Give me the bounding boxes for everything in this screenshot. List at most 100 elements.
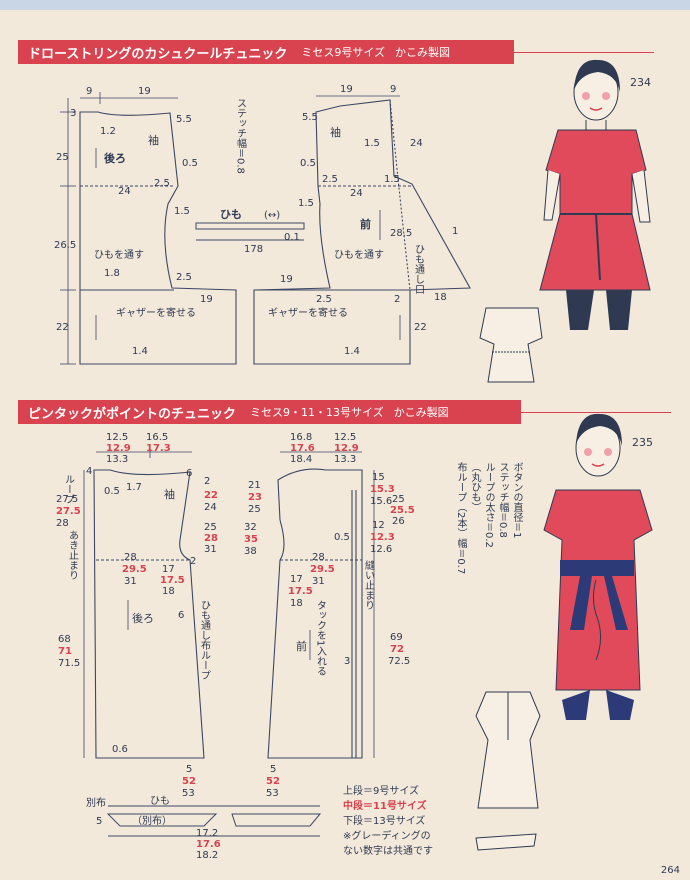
b-22: 22 (204, 490, 218, 501)
b-0-6: 0.6 (112, 744, 128, 755)
b-28b: 28 (204, 533, 218, 544)
b-24: 24 (204, 502, 217, 513)
section1-banner: ドローストリングのカシュクールチュニック ミセス9号サイズ かこみ製図 (18, 40, 514, 64)
b-5: 5 (186, 764, 192, 775)
himo-strip-s2 (106, 805, 322, 837)
legend-note1: ※グレーディングの (343, 831, 431, 842)
dim-0-5f: 0.5 (300, 158, 316, 169)
section2-size: ミセス9・11・13号サイズ (250, 406, 384, 419)
f-72: 72 (390, 644, 404, 655)
page-number: 264 (660, 865, 680, 876)
dim-9a: 9 (86, 86, 92, 97)
size-legend: 上段＝9号サイズ 中段＝11号サイズ 下段＝13号サイズ ※グレーディングの な… (343, 784, 433, 859)
f-18-4: 18.4 (290, 454, 312, 465)
f-23: 23 (248, 492, 262, 503)
b-71-5: 71.5 (58, 658, 80, 669)
dim-2-5f: 2.5 (322, 174, 338, 185)
note-bias: 布ループ（2本）幅＝0.7 (455, 462, 466, 575)
b-2: 2 (190, 556, 196, 567)
note-stitch: ステッチ幅＝0.8 (497, 462, 508, 538)
label-extra-fabric: 別布 (86, 797, 106, 809)
b-6: 6 (186, 468, 192, 479)
label-loop: ループ (63, 474, 75, 504)
dim-19c: 19 (200, 294, 213, 305)
label-himo-pass1: ひもを通す (94, 249, 144, 261)
note-loop: ループの太さ＝0.2 (483, 462, 494, 548)
label-himo-pass2: ひもを通す (334, 249, 384, 261)
b-28c: 28 (124, 552, 137, 563)
b-17-2: 17.2 (196, 828, 218, 839)
dim-26-5: 26.5 (54, 240, 76, 251)
dim-2: 2 (394, 294, 400, 305)
f-12-6: 12.6 (370, 544, 392, 555)
dim-5-5b: 5.5 (302, 112, 318, 123)
label-sleeve-front: 袖 (330, 125, 341, 139)
s1-back-outline (79, 111, 237, 365)
dim-0-1: 0.1 (284, 232, 300, 243)
label-loop-himo: ひも通し布ループ (199, 600, 211, 680)
label-back-s2: 後ろ (132, 611, 154, 625)
back-view-234 (479, 307, 543, 383)
f-0-5: 0.5 (334, 532, 350, 543)
f-16-8: 16.8 (290, 432, 312, 443)
b-2-top: 2 (204, 476, 210, 487)
dim-178: 178 (244, 244, 263, 255)
f-13-3: 13.3 (334, 454, 356, 465)
section2-author: かこみ製図 (393, 406, 449, 419)
label-extra-paren: （別布） (132, 815, 172, 827)
label-gather1: ギャザーを寄せる (116, 306, 196, 319)
b-52: 52 (182, 776, 196, 787)
f-12-5: 12.5 (334, 432, 356, 443)
dim-1-4b: 1.4 (344, 346, 360, 357)
dim-0-5: 0.5 (182, 158, 198, 169)
note-loop-paren: （丸ひも） (469, 462, 480, 512)
note-button: ボタンの直径＝1 (511, 462, 522, 539)
b-27-5-red: 27.5 (56, 506, 81, 517)
b-17b: 17 (162, 564, 175, 575)
dim-9b: 9 (390, 84, 396, 95)
dim-24b: 24 (410, 138, 423, 149)
dim-22a: 22 (56, 322, 69, 333)
b-16-5: 16.5 (146, 432, 168, 443)
dim-2-5c: 2.5 (176, 272, 192, 283)
f-15-6: 15.6 (370, 496, 392, 507)
f-38: 38 (244, 546, 257, 557)
dim-24c: 24 (350, 188, 363, 199)
b-5b: 5 (96, 816, 102, 827)
section2-rule (521, 412, 671, 413)
back-view-235 (475, 691, 541, 851)
dim-2-5b: 2.5 (154, 178, 170, 189)
f-72-5: 72.5 (388, 656, 410, 667)
f-3: 3 (344, 656, 350, 667)
label-himo-s2: ひも (150, 795, 170, 807)
f-12-9: 12.9 (334, 443, 359, 454)
f-25b: 25 (392, 494, 405, 505)
f-17-6: 17.6 (290, 443, 315, 454)
dim-1-8: 1.8 (104, 268, 120, 279)
b-17-6: 17.6 (196, 839, 221, 850)
dim-19d: 19 (280, 274, 293, 285)
f-28: 28 (312, 552, 325, 563)
b-18-2: 18.2 (196, 850, 218, 861)
f-25: 25 (248, 504, 261, 515)
b-29-5: 29.5 (122, 564, 147, 575)
dim-18b: 18 (434, 292, 447, 303)
s1-front-outline (253, 99, 471, 365)
section1-author: かこみ製図 (395, 46, 451, 59)
dim-19a: 19 (138, 86, 151, 97)
legend-middle: 中段＝11号サイズ (343, 801, 427, 812)
f-32: 32 (244, 522, 257, 533)
section2-banner: ピンタックがポイントのチュニック ミセス9・11・13号サイズ かこみ製図 (18, 400, 521, 424)
model-number-234: 234 (630, 76, 651, 89)
dim-1-4a: 1.4 (132, 346, 148, 357)
model-234-illustration (539, 59, 651, 330)
dim-25a: 25 (56, 152, 69, 163)
f-31: 31 (312, 576, 325, 587)
b-71: 71 (58, 646, 72, 657)
s2-back-outline (93, 469, 205, 759)
himo-arrow-mark: (↔) (264, 210, 280, 221)
f-12-3: 12.3 (370, 532, 395, 543)
dim-22b: 22 (414, 322, 427, 333)
f-17-5: 17.5 (288, 586, 313, 597)
page-top-edge (0, 0, 690, 10)
